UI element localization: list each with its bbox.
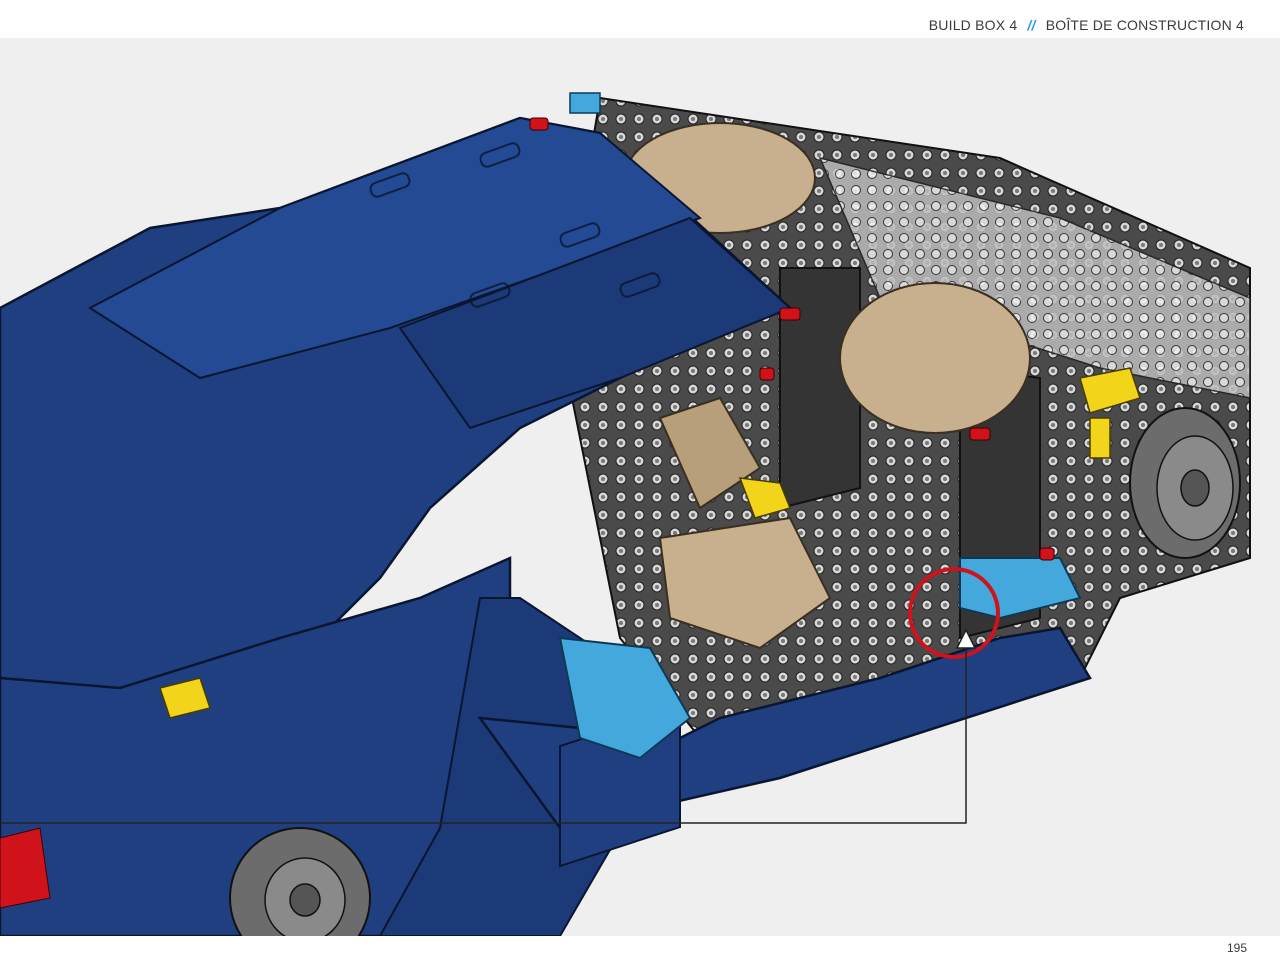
- page-footer: 195: [0, 936, 1280, 974]
- light-blue-parts: [558, 92, 1082, 760]
- technic-car-drawing: [0, 92, 1251, 936]
- heading-separator: //: [1027, 17, 1036, 33]
- page-header: BUILD BOX 4 // BOÎTE DE CONSTRUCTION 4: [0, 0, 1280, 38]
- red-pins: [0, 117, 1055, 909]
- front-brake-disc: [229, 827, 371, 936]
- page-number: 195: [1226, 941, 1247, 955]
- assembly-illustration: [0, 38, 1280, 936]
- build-box-label: BUILD BOX 4: [928, 17, 1018, 33]
- rear-brake-disc: [1129, 407, 1241, 559]
- arrow-up-icon: [0, 628, 977, 824]
- yellow-parts: [159, 367, 1141, 719]
- red-circle-highlight-icon: [908, 567, 1000, 659]
- build-box-heading: BUILD BOX 4 // BOÎTE DE CONSTRUCTION 4: [929, 17, 1244, 33]
- build-box-label-fr: BOÎTE DE CONSTRUCTION 4: [1045, 17, 1244, 33]
- blue-body: [0, 116, 1092, 936]
